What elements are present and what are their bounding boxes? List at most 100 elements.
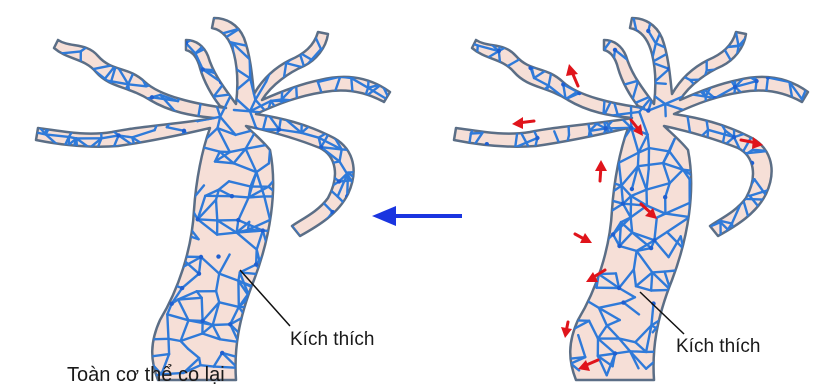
nerve-fiber (115, 250, 136, 267)
nerve-fiber (613, 62, 616, 87)
nerve-fiber (240, 339, 246, 357)
nerve-fiber (774, 247, 788, 252)
nerve-fiber (766, 308, 775, 319)
nerve-fiber (280, 188, 290, 196)
nerve-fiber (446, 241, 471, 250)
nerve-cell (614, 85, 618, 89)
nerve-fiber (672, 284, 692, 300)
nerve-fiber (588, 85, 605, 96)
nerve-fiber (167, 63, 170, 80)
nerve-fiber (391, 229, 392, 251)
nerve-fiber (488, 341, 497, 356)
nerve-cell (296, 167, 300, 171)
nerve-cell (186, 179, 190, 183)
nerve-fiber (497, 339, 504, 356)
nerve-cell (724, 185, 728, 189)
nerve-fiber (651, 272, 652, 290)
nerve-fiber (770, 188, 789, 190)
nerve-fiber (179, 19, 194, 30)
nerve-fiber (725, 187, 726, 199)
nerve-fiber (500, 9, 503, 30)
nerve-fiber (101, 320, 111, 323)
nerve-fiber (372, 18, 386, 33)
nerve-fiber (488, 322, 494, 341)
nerve-cell (160, 219, 164, 223)
nerve-cell (386, 33, 390, 37)
left-caption: Toàn cơ thể co lại (67, 364, 225, 386)
nerve-fiber (299, 240, 315, 248)
nerve-fiber (652, 272, 664, 273)
nerve-fiber (631, 49, 640, 63)
nerve-fiber (314, 365, 333, 367)
nerve-fiber (466, 354, 480, 366)
nerve-fiber (536, 273, 537, 300)
nerve-fiber (588, 198, 604, 220)
nerve-fiber (607, 29, 620, 31)
nerve-fiber (114, 343, 126, 366)
nerve-fiber (33, 161, 52, 170)
left-stimulus-label: Kích thích (290, 329, 375, 350)
nerve-fiber (775, 352, 783, 358)
nerve-fiber (548, 19, 553, 31)
nerve-fiber (79, 11, 99, 14)
nerve-fiber (283, 232, 299, 248)
nerve-fiber (486, 167, 500, 186)
nerve-fiber (648, 135, 649, 149)
nerve-fiber (372, 153, 375, 171)
nerve-cell (368, 368, 372, 372)
nerve-fiber (585, 217, 602, 233)
nerve-fiber (100, 104, 119, 121)
nerve-cell (719, 238, 723, 242)
nerve-fiber (486, 199, 500, 217)
nerve-cell (199, 31, 203, 35)
nerve-fiber (232, 196, 249, 197)
nerve-fiber (333, 96, 353, 99)
nerve-fiber (670, 290, 671, 299)
nerve-fiber (468, 325, 486, 331)
nerve-fiber (167, 78, 187, 81)
nerve-cell (646, 108, 650, 112)
nerve-fiber (707, 256, 715, 275)
nerve-cell (529, 161, 533, 165)
nerve-fiber (769, 44, 772, 66)
nerve-fiber (481, 299, 497, 308)
nerve-fiber (335, 99, 353, 110)
nerve-fiber (528, 163, 531, 180)
nerve-fiber (143, 29, 163, 46)
nerve-fiber (234, 110, 250, 111)
nerve-fiber (250, 46, 273, 50)
nerve-fiber (24, 219, 42, 239)
nerve-cell (228, 322, 232, 326)
nerve-cell (526, 178, 530, 182)
nerve-fiber (651, 290, 670, 291)
nerve-fiber (774, 104, 794, 115)
nerve-fiber (480, 113, 483, 133)
nerve-fiber (565, 171, 583, 186)
nerve-fiber (281, 112, 302, 116)
nerve-fiber (127, 170, 145, 183)
nerve-fiber (704, 300, 721, 306)
nerve-fiber (120, 35, 129, 48)
nerve-fiber (262, 288, 287, 290)
nerve-fiber (162, 29, 163, 45)
nerve-fiber (444, 240, 463, 256)
nerve-fiber (64, 304, 80, 324)
nerve-cell (498, 197, 502, 201)
nerve-fiber (319, 111, 335, 118)
nerve-cell (499, 126, 503, 130)
nerve-fiber (789, 148, 803, 170)
nerve-fiber (369, 60, 388, 70)
nerve-fiber (512, 27, 516, 44)
nerve-fiber (93, 272, 96, 283)
nerve-cell (101, 347, 105, 351)
nerve-fiber (115, 230, 118, 250)
nerve-fiber (103, 343, 127, 350)
nerve-fiber (94, 83, 110, 100)
nerve-fiber (740, 304, 755, 307)
nerve-fiber (722, 147, 732, 164)
nerve-fiber (691, 283, 700, 284)
nerve-fiber (532, 366, 549, 371)
nerve-fiber (62, 217, 67, 238)
nerve-fiber (116, 64, 136, 66)
nerve-fiber (77, 282, 97, 298)
